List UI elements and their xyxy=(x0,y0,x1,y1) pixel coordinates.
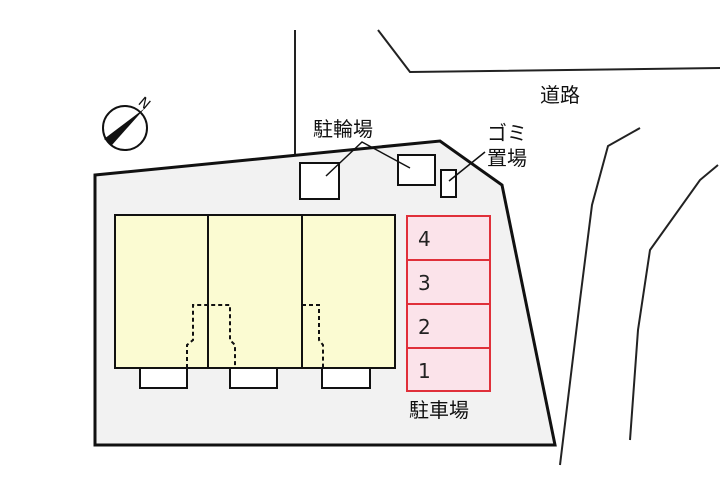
road-label: 道路 xyxy=(540,83,580,107)
parking-number: 1 xyxy=(418,359,431,383)
garbage-label-1: ゴミ xyxy=(487,121,527,145)
porch xyxy=(321,367,371,389)
parking-space-1 xyxy=(406,347,491,392)
porch xyxy=(229,367,278,389)
garbage-area xyxy=(440,169,457,198)
car-parking-label: 駐車場 xyxy=(409,398,469,422)
porch xyxy=(139,367,188,389)
leader-line xyxy=(325,141,411,177)
parking-number: 3 xyxy=(418,271,431,295)
parking-number: 2 xyxy=(418,315,431,339)
parking-number: 4 xyxy=(418,227,431,251)
bicycle-parking-label: 駐輪場 xyxy=(313,117,373,141)
car-parking: 4 3 2 1 xyxy=(406,215,491,392)
leader-line xyxy=(448,151,486,182)
garbage-label-2: 置場 xyxy=(487,146,527,170)
road-edge xyxy=(377,29,720,74)
building xyxy=(114,214,396,389)
north-compass-icon: N xyxy=(102,94,153,151)
road-edge xyxy=(629,164,719,441)
bicycle-parking-area xyxy=(397,154,436,186)
road-edge xyxy=(559,127,641,466)
